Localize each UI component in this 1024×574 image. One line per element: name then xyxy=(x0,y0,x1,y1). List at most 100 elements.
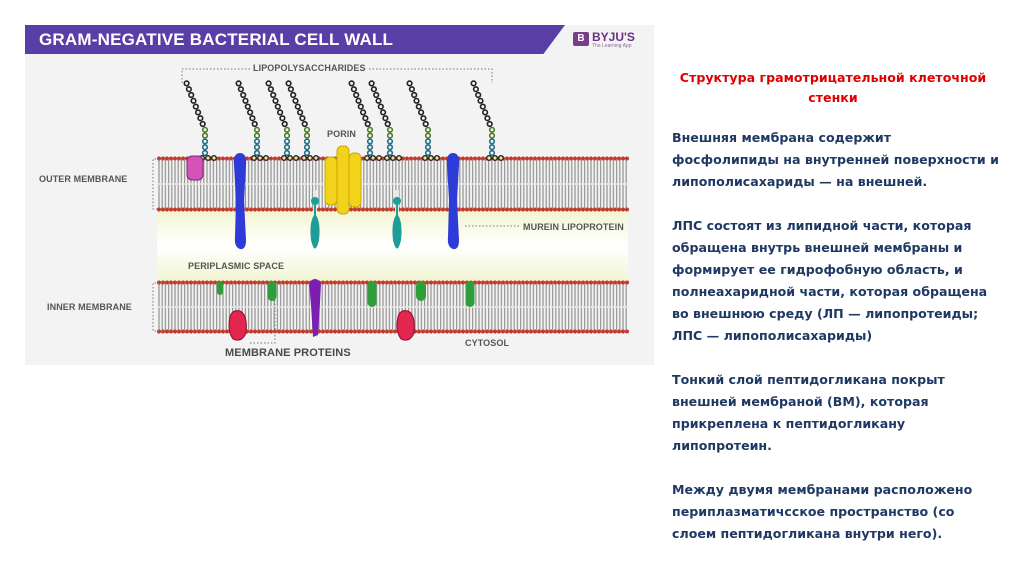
inner-membrane-lipid-head xyxy=(169,280,173,285)
inner-membrane-lipid-head xyxy=(249,280,253,285)
outer-membrane-lipid-head xyxy=(549,156,553,161)
lps-sugar xyxy=(294,103,301,110)
label-outer-membrane: OUTER MEMBRANE xyxy=(39,174,128,184)
inner-membrane-lipid-head xyxy=(301,280,305,285)
outer-membrane-lipid-head xyxy=(221,207,225,212)
outer-membrane-lipid-head xyxy=(525,207,529,212)
lps-sugar xyxy=(360,109,367,116)
outer-membrane-lipid-head xyxy=(165,156,169,161)
lps-lipid-a xyxy=(370,154,377,161)
inner-membrane-lipid-head xyxy=(329,280,333,285)
inner-membrane-lipid-head xyxy=(557,329,561,334)
slide-title: Структура грамотрицательной клеточной ст… xyxy=(679,70,987,105)
outer-membrane-lipid-head xyxy=(365,207,369,212)
lps-sugar xyxy=(366,138,374,145)
inner-membrane-lipid-head xyxy=(281,280,285,285)
lps-sugar xyxy=(422,120,429,128)
inner-membrane-lipid-head xyxy=(185,280,189,285)
inner-membrane-lipid-head xyxy=(429,280,433,285)
inner-membrane-lipid-head xyxy=(353,329,357,334)
lps-lipid-a xyxy=(390,154,397,161)
outer-membrane-lipid-head xyxy=(441,207,445,212)
lps-sugar xyxy=(192,103,199,110)
lps-sugar xyxy=(285,80,292,87)
lps-sugar xyxy=(382,115,389,122)
inner-membrane-lipid-head xyxy=(209,280,213,285)
inner-membrane-lipid-head xyxy=(293,329,297,334)
lps-sugar xyxy=(247,109,254,116)
inner-membrane-lipid-head xyxy=(445,329,449,334)
outer-membrane-lipid-head xyxy=(277,156,281,161)
inner-membrane-lipid-head xyxy=(573,280,577,285)
lps-sugar xyxy=(242,97,249,104)
outer-membrane-lipid-head xyxy=(581,156,585,161)
inner-membrane-lipid-head xyxy=(541,329,545,334)
lps-sugar xyxy=(380,109,387,116)
inner-membrane-lipid-head xyxy=(393,280,397,285)
lps-sugar xyxy=(253,149,261,157)
inner-membrane-lipid-head xyxy=(181,280,185,285)
inner-membrane-lipid-head xyxy=(165,280,169,285)
inner-membrane-lipid-head xyxy=(453,280,457,285)
inner-membrane-lipid-head xyxy=(205,280,209,285)
outer-membrane-lipid-head xyxy=(165,207,169,212)
inner-membrane-lipid-head xyxy=(349,329,353,334)
outer-membrane-lipid-head xyxy=(361,156,365,161)
inner-membrane-lipid-head xyxy=(329,329,333,334)
inner-membrane-lipid-head xyxy=(193,329,197,334)
inner-membrane-lipid-head xyxy=(201,280,205,285)
inner-membrane-lipid-head xyxy=(565,329,569,334)
inner-membrane-lipid-head xyxy=(597,280,601,285)
inner-membrane-lipid-head xyxy=(233,280,237,285)
lps-sugar xyxy=(366,144,374,151)
outer-membrane-lipid-head xyxy=(545,156,549,161)
inner-membrane-lipid-head xyxy=(565,280,569,285)
lps-lipid-a xyxy=(422,154,429,161)
inner-membrane-lipid-head xyxy=(305,329,309,334)
inner-membrane-lipid-head xyxy=(289,280,293,285)
outer-membrane-lipid-head xyxy=(509,156,513,161)
lps-sugar xyxy=(244,103,251,110)
lps-sugar xyxy=(240,91,247,99)
outer-membrane-lipid-head xyxy=(429,207,433,212)
inner-membrane-lipid-head xyxy=(589,280,593,285)
outer-membrane-lipid-head xyxy=(209,207,213,212)
inner-membrane-lipid-head xyxy=(457,280,461,285)
lps-sugar xyxy=(368,80,375,87)
lps-sugar xyxy=(249,115,256,122)
periplasmic-space-region xyxy=(157,210,628,282)
outer-membrane-lipid-head xyxy=(269,207,273,212)
lps-sugar xyxy=(253,126,261,133)
outer-membrane-lipid-head xyxy=(597,207,601,212)
outer-membrane-lipid-head xyxy=(509,207,513,212)
outer-membrane-lipid-head xyxy=(545,207,549,212)
inner-membrane-lipid-head xyxy=(289,329,293,334)
inner-membrane-lipid-head xyxy=(333,329,337,334)
lps-sugar xyxy=(424,149,432,157)
inner-membrane-lipid-head xyxy=(261,329,265,334)
porin-cylinder xyxy=(324,156,338,206)
outer-membrane-lipid-head xyxy=(621,156,625,161)
inner-membrane-lipid-head xyxy=(237,280,241,285)
lps-sugar xyxy=(201,132,209,139)
outer-membrane-lipid-head xyxy=(473,156,477,161)
lps-lipid-a xyxy=(313,154,320,161)
inner-membrane-lipid-head xyxy=(241,280,245,285)
inner-membrane-lipid-head xyxy=(577,329,581,334)
lps-sugar xyxy=(486,120,493,128)
porin-cylinder xyxy=(348,152,362,208)
lps-sugar xyxy=(201,149,209,157)
outer-membrane-lipid-head xyxy=(245,207,249,212)
inner-membrane-lipid-head xyxy=(253,329,257,334)
teal-protein xyxy=(310,205,320,249)
outer-membrane-lipid-head xyxy=(173,156,177,161)
lps-sugar xyxy=(424,138,432,145)
inner-membrane-lipid-head xyxy=(545,280,549,285)
outer-membrane-lipid-head xyxy=(405,207,409,212)
inner-membrane-lipid-head xyxy=(253,280,257,285)
inner-membrane-lipid-head xyxy=(417,329,421,334)
inner-membrane-lipid-head xyxy=(605,329,609,334)
outer-membrane-lipid-head xyxy=(601,207,605,212)
lps-sugar xyxy=(265,80,272,87)
lps-sugar xyxy=(201,126,209,133)
